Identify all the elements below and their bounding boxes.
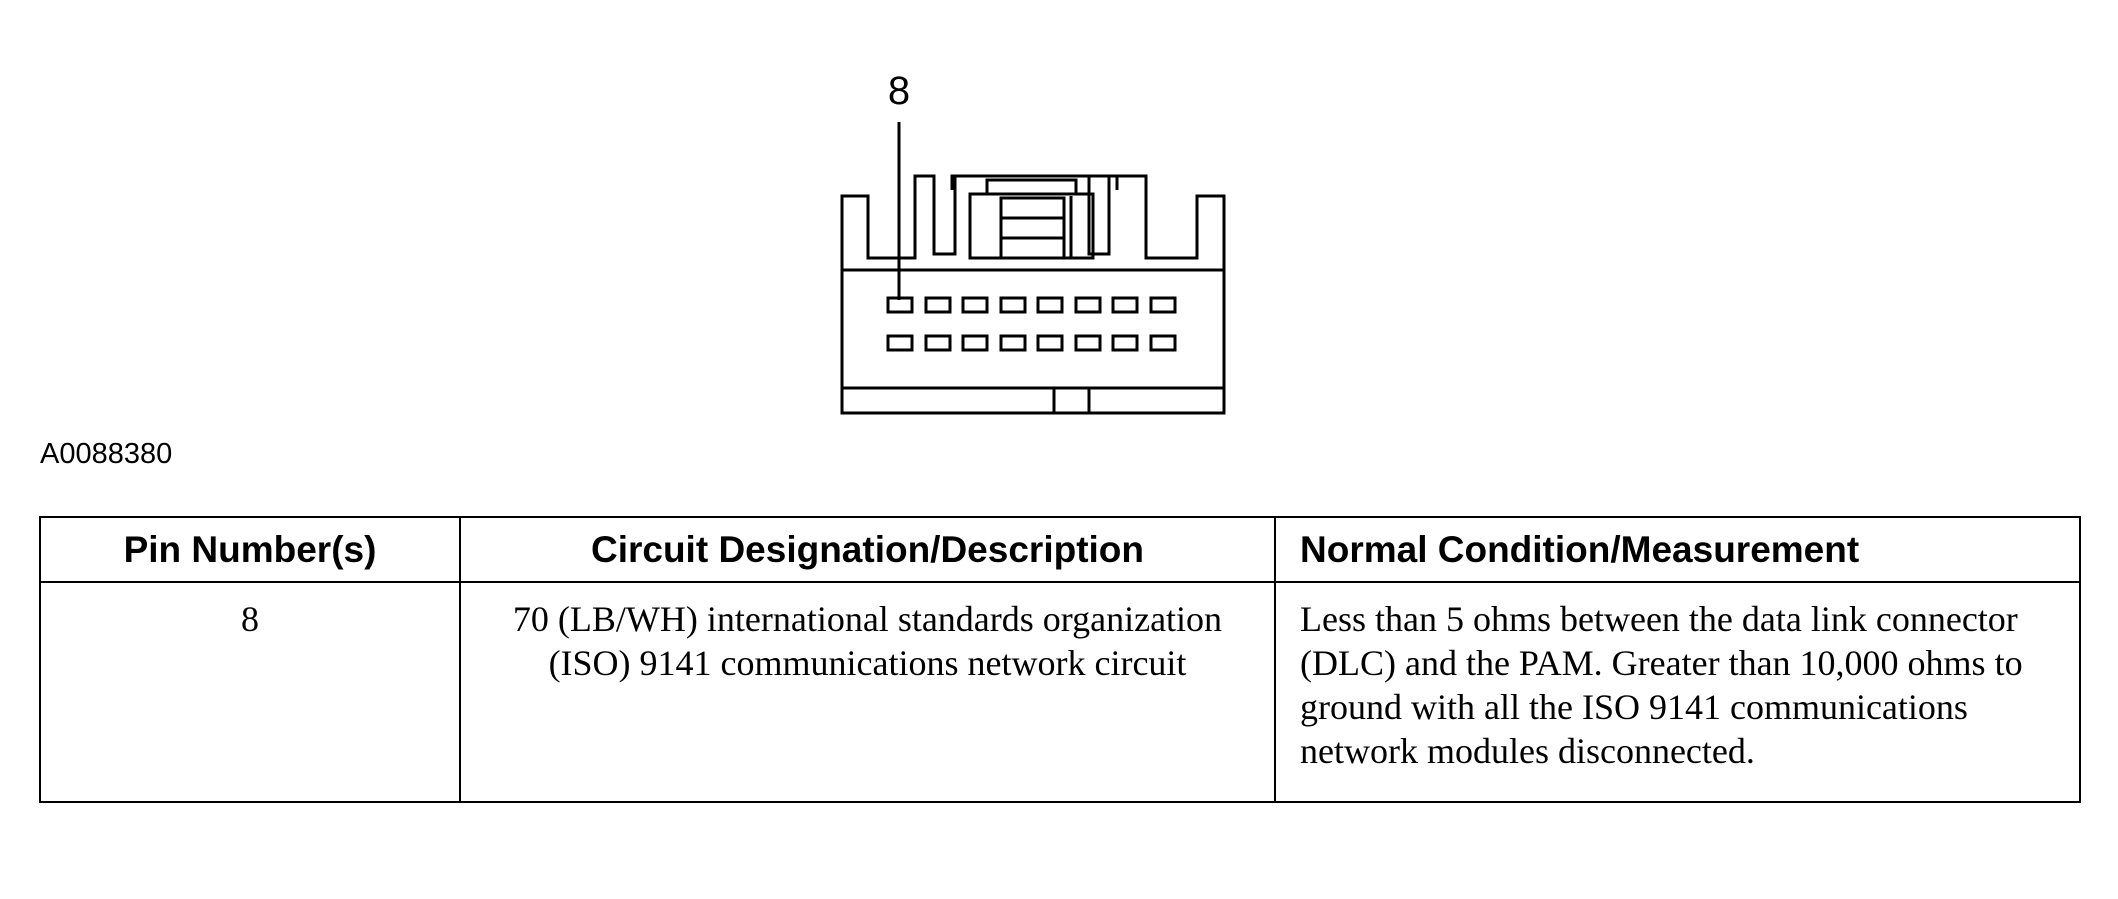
figure-id: A0088380 [40, 438, 173, 470]
header-normal-condition: Normal Condition/Measurement [1274, 516, 2081, 583]
cell-normal-condition: Less than 5 ohms between the data link c… [1274, 581, 2081, 803]
table-row: 8 70 (LB/WH) international standards org… [39, 581, 2081, 803]
pin-row-bottom [886, 334, 1177, 352]
pin-row-top [886, 296, 1177, 314]
header-pin-number: Pin Number(s) [39, 516, 461, 583]
connector-body [840, 174, 1226, 415]
cell-pin-number: 8 [39, 581, 461, 803]
connector-diagram: 8 [840, 69, 1226, 415]
pin-callout-label: 8 [888, 69, 910, 113]
pin-table: Pin Number(s) Circuit Designation/Descri… [39, 516, 2081, 803]
cell-circuit-description: 70 (LB/WH) international standards organ… [459, 581, 1276, 803]
table-header-row: Pin Number(s) Circuit Designation/Descri… [39, 516, 2081, 583]
header-circuit-description: Circuit Designation/Description [459, 516, 1276, 583]
